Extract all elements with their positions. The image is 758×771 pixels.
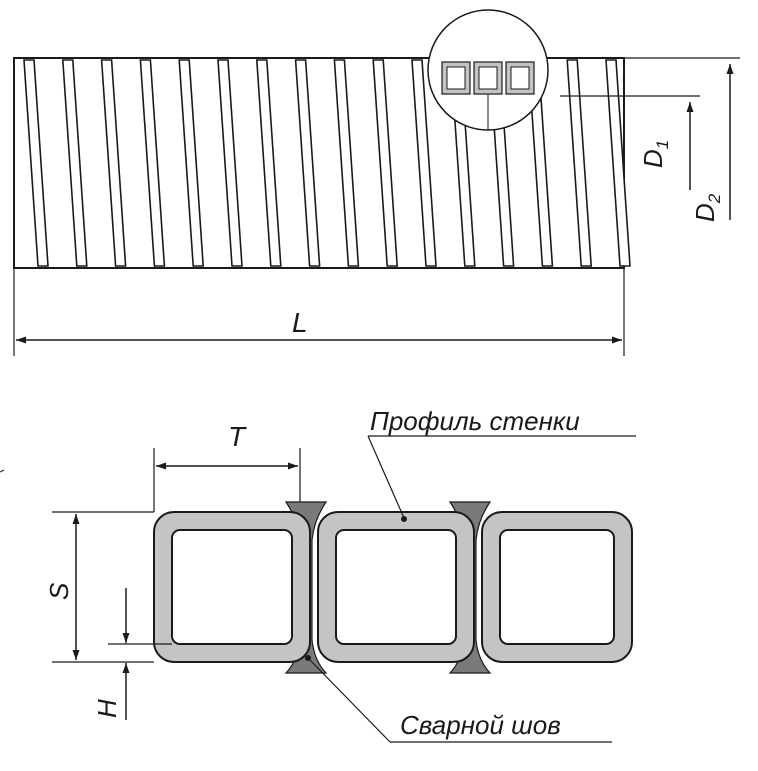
outer-diameter-label: D2 <box>690 193 724 222</box>
detail-cell-inner <box>478 66 498 90</box>
pipe-helix-rib <box>294 59 321 267</box>
wall-profile-section <box>153 501 633 674</box>
detail-cell-inner <box>446 66 466 90</box>
weld-seam-callout: Сварной шов <box>305 655 612 743</box>
pipe-helix-rib <box>411 59 437 267</box>
length-label: L <box>292 307 308 338</box>
pitch-dimension: T <box>153 421 301 512</box>
detail-cell-inner <box>510 66 530 90</box>
diameter-dimensions: D1 D2 <box>560 57 740 222</box>
pipe-helix-rib <box>372 59 399 267</box>
pipe-helix-rib <box>100 59 127 267</box>
pipe-helix-rib <box>178 59 205 267</box>
pipe-helix-rib <box>23 59 49 267</box>
pipe-helix-rib <box>255 59 282 267</box>
profile-height-label: S <box>44 582 74 600</box>
pipe-helix-rib <box>605 59 631 267</box>
length-dimension: L <box>13 268 625 356</box>
inner-diameter-label: D1 <box>638 140 672 168</box>
edge-tick <box>0 469 5 473</box>
pitch-label: T <box>228 421 247 452</box>
profile-cell-3 <box>481 511 633 663</box>
weld-seam-label: Сварной шов <box>400 710 561 740</box>
wall-profile-callout: Профиль стенки <box>367 406 636 522</box>
detail-callout-circle <box>427 9 549 131</box>
pipe-helix-rib <box>566 59 593 267</box>
profile-cell-1 <box>153 511 311 663</box>
profile-cell-2 <box>317 511 475 663</box>
pipe-helix-rib <box>61 59 88 267</box>
wall-profile-label: Профиль стенки <box>370 406 580 436</box>
pipe-helix-rib <box>217 59 243 267</box>
pipe-helix-rib <box>333 59 360 267</box>
pipe-helix-rib <box>139 59 166 267</box>
detail-profile-cells <box>441 61 535 130</box>
profile-height-dimension: S <box>44 511 154 663</box>
wall-thickness-dimension: H <box>92 588 172 720</box>
wall-thickness-label: H <box>92 699 122 718</box>
